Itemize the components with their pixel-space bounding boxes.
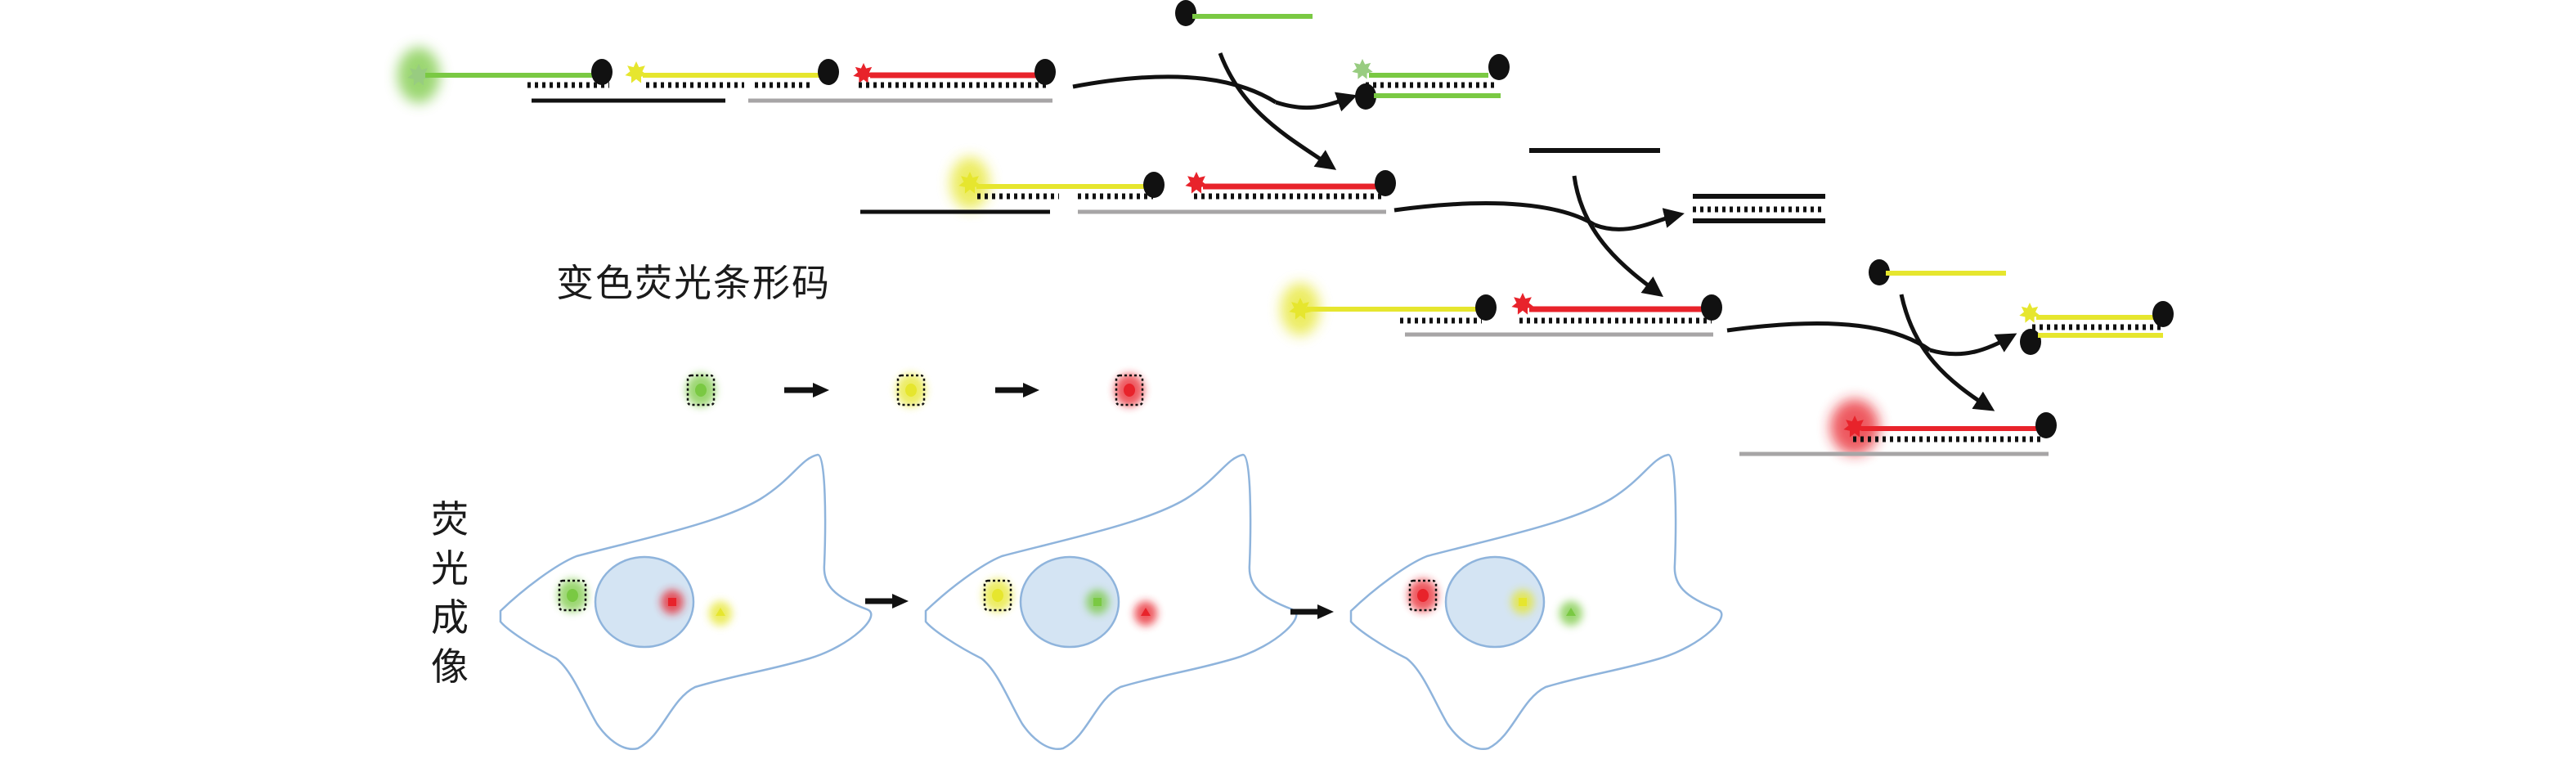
quencher-dot-icon (1034, 59, 1056, 85)
arrowhead-icon (1317, 604, 1334, 619)
imaging-title-char: 成 (431, 595, 469, 640)
reaction-arrow-stem (1393, 201, 1596, 227)
cell-nucleus (1019, 555, 1120, 649)
cell-membrane (1349, 453, 1723, 751)
yellow-fluorophore-icon (958, 172, 981, 194)
reaction-arrow-stem (1726, 321, 1932, 353)
quencher-dot-icon (2035, 412, 2057, 438)
barcode-dot-icon (1417, 589, 1429, 602)
probe-stage-4 (1739, 399, 2057, 456)
nucleus-square-marker-icon (1093, 598, 1102, 606)
nucleus-square-marker-icon (1519, 598, 1527, 606)
barcode-dot-icon (695, 384, 707, 397)
barcode-dot-icon (905, 384, 917, 397)
barcode-box-icon (1115, 374, 1144, 406)
quencher-dot-icon (1488, 54, 1510, 80)
barcode-box-icon (983, 579, 1012, 612)
reaction-3 (1726, 259, 2174, 411)
yellow-fluorophore-icon (625, 61, 648, 83)
reaction-1 (1072, 0, 1510, 170)
cell (499, 453, 873, 751)
barcode-legend (686, 374, 1144, 406)
green-fluorophore-icon (1352, 59, 1373, 79)
quencher-dot-icon (1869, 259, 1890, 285)
displacement-arrow (1218, 52, 1337, 170)
barcode-box-icon (1408, 579, 1438, 612)
quencher-dot-icon (1375, 170, 1396, 196)
imaging-title-char: 荧 (431, 497, 469, 541)
cell-membrane (499, 453, 873, 751)
cell (1349, 453, 1723, 751)
barcode-box-icon (896, 374, 926, 406)
arrowhead-icon (892, 594, 909, 609)
red-fluorophore-icon (853, 63, 874, 83)
red-fluorophore-icon (1185, 172, 1208, 194)
imaging-title: 荧 光 成 像 (425, 495, 474, 691)
quencher-dot-icon (2152, 301, 2174, 327)
cell-nucleus (1444, 555, 1546, 649)
quencher-dot-icon (2020, 329, 2041, 355)
cytoplasm-triangle-marker-icon (716, 608, 725, 616)
probe-stage-3 (1281, 283, 1722, 337)
barcode-dot-icon (1124, 384, 1135, 397)
cell-membrane (924, 453, 1298, 751)
probe-stage-1 (397, 47, 1056, 103)
displacement-arrow (1572, 175, 1664, 297)
arrowhead-icon (1023, 383, 1039, 397)
cytoplasm-triangle-marker-icon (1566, 608, 1576, 616)
cytoplasm-triangle-marker-icon (1141, 608, 1151, 616)
barcode-dot-icon (992, 589, 1003, 602)
reaction-2 (1393, 148, 1825, 297)
quencher-dot-icon (1143, 172, 1165, 198)
barcode-box-icon (686, 374, 716, 406)
quencher-dot-icon (1355, 83, 1376, 110)
product-arrow (1594, 208, 1685, 231)
red-fluorophore-icon (1511, 293, 1534, 315)
probe-stage-2 (860, 157, 1396, 214)
imaging-title-char: 光 (431, 546, 469, 591)
quencher-dot-icon (1175, 0, 1196, 26)
yellow-fluorophore-icon (1289, 298, 1312, 320)
reaction-arrow-stem (1072, 74, 1277, 105)
cell-nucleus (594, 555, 695, 649)
barcode-dot-icon (567, 589, 578, 602)
product-arrow (1929, 333, 2017, 357)
cell (924, 453, 1298, 751)
barcode-title: 变色荧光条形码 (556, 261, 831, 305)
imaging-title-char: 像 (431, 644, 469, 689)
barcode-box-icon (558, 579, 587, 612)
quencher-dot-icon (591, 59, 613, 85)
quencher-dot-icon (1701, 294, 1722, 321)
displacement-arrow (1899, 294, 1995, 411)
product-arrow (1275, 92, 1358, 112)
quencher-dot-icon (1475, 294, 1497, 321)
arrowhead-icon (813, 383, 829, 397)
red-fluorophore-icon (1843, 415, 1866, 438)
yellow-fluorophore-icon (2019, 303, 2040, 323)
quencher-dot-icon (818, 59, 839, 85)
green-fluorophore-icon (407, 64, 430, 86)
nucleus-square-marker-icon (668, 598, 676, 606)
